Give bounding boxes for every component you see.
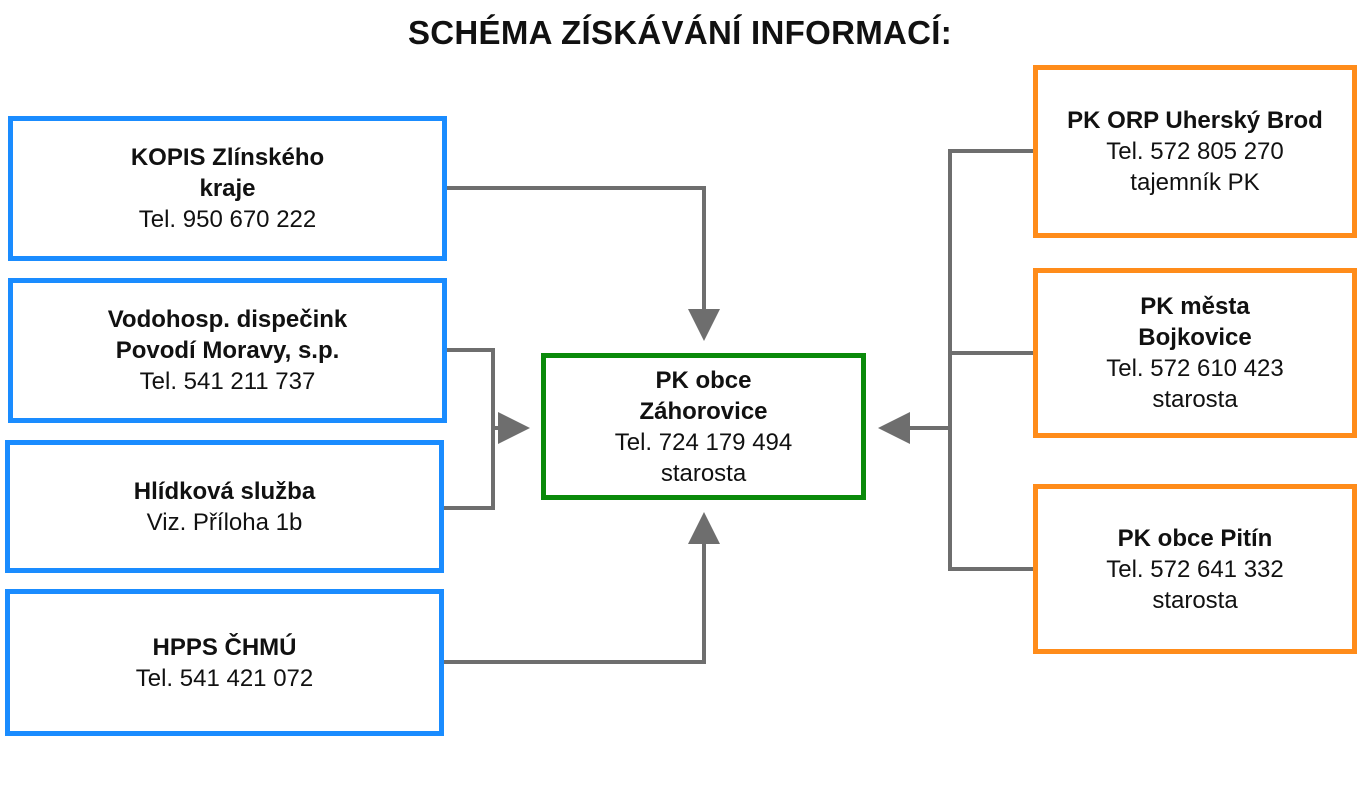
node-pitin-phone: Tel. 572 641 332 <box>1106 555 1284 583</box>
connector-kopis-to-center <box>447 186 720 341</box>
node-center-phone: Tel. 724 179 494 <box>614 428 793 456</box>
node-vodohosp: Vodohosp. dispečink Povodí Moravy, s.p. … <box>8 278 447 423</box>
connector-right-bus <box>948 149 1033 571</box>
diagram-title: SCHÉMA ZÍSKÁVÁNÍ INFORMACÍ: <box>407 14 953 51</box>
node-orp-role: tajemník PK <box>1130 169 1260 196</box>
node-hlidkova-name: Hlídková služba <box>133 477 316 505</box>
node-hpps-phone: Tel. 541 421 072 <box>135 664 314 692</box>
node-hpps-name: HPPS ČHMÚ <box>152 633 297 661</box>
node-bojkovice: PK města Bojkovice Tel. 572 610 423 star… <box>1033 268 1357 438</box>
node-kopis-phone: Tel. 950 670 222 <box>138 206 317 233</box>
node-center: PK obce Záhorovice Tel. 724 179 494 star… <box>541 353 866 500</box>
connector-vodohosp <box>444 348 495 510</box>
node-pitin-name: PK obce Pitín <box>1117 524 1273 552</box>
node-bojkovice-phone: Tel. 572 610 423 <box>1106 355 1284 382</box>
node-hpps: HPPS ČHMÚ Tel. 541 421 072 <box>5 589 444 736</box>
node-vodohosp-name: Vodohosp. dispečink Povodí Moravy, s.p. <box>107 306 348 364</box>
node-kopis-name: KOPIS Zlínského kraje <box>130 144 325 202</box>
node-hlidkova: Hlídková služba Viz. Příloha 1b <box>5 440 444 573</box>
node-orp-phone: Tel. 572 805 270 <box>1106 138 1284 165</box>
node-orp-name: PK ORP Uherský Brod <box>1067 107 1323 134</box>
node-bojkovice-name: PK města Bojkovice <box>1138 293 1252 351</box>
node-center-name: PK obce Záhorovice <box>639 366 768 425</box>
node-center-role: starosta <box>660 459 747 487</box>
node-vodohosp-phone: Tel. 541 211 737 <box>139 368 316 395</box>
node-orp: PK ORP Uherský Brod Tel. 572 805 270 taj… <box>1033 65 1357 238</box>
node-bojkovice-role: starosta <box>1152 386 1238 413</box>
connector-hpps-to-center <box>444 512 720 664</box>
node-pitin: PK obce Pitín Tel. 572 641 332 starosta <box>1033 484 1357 654</box>
node-hlidkova-note: Viz. Příloha 1b <box>146 508 303 536</box>
node-kopis: KOPIS Zlínského kraje Tel. 950 670 222 <box>8 116 447 261</box>
node-pitin-role: starosta <box>1152 586 1238 614</box>
